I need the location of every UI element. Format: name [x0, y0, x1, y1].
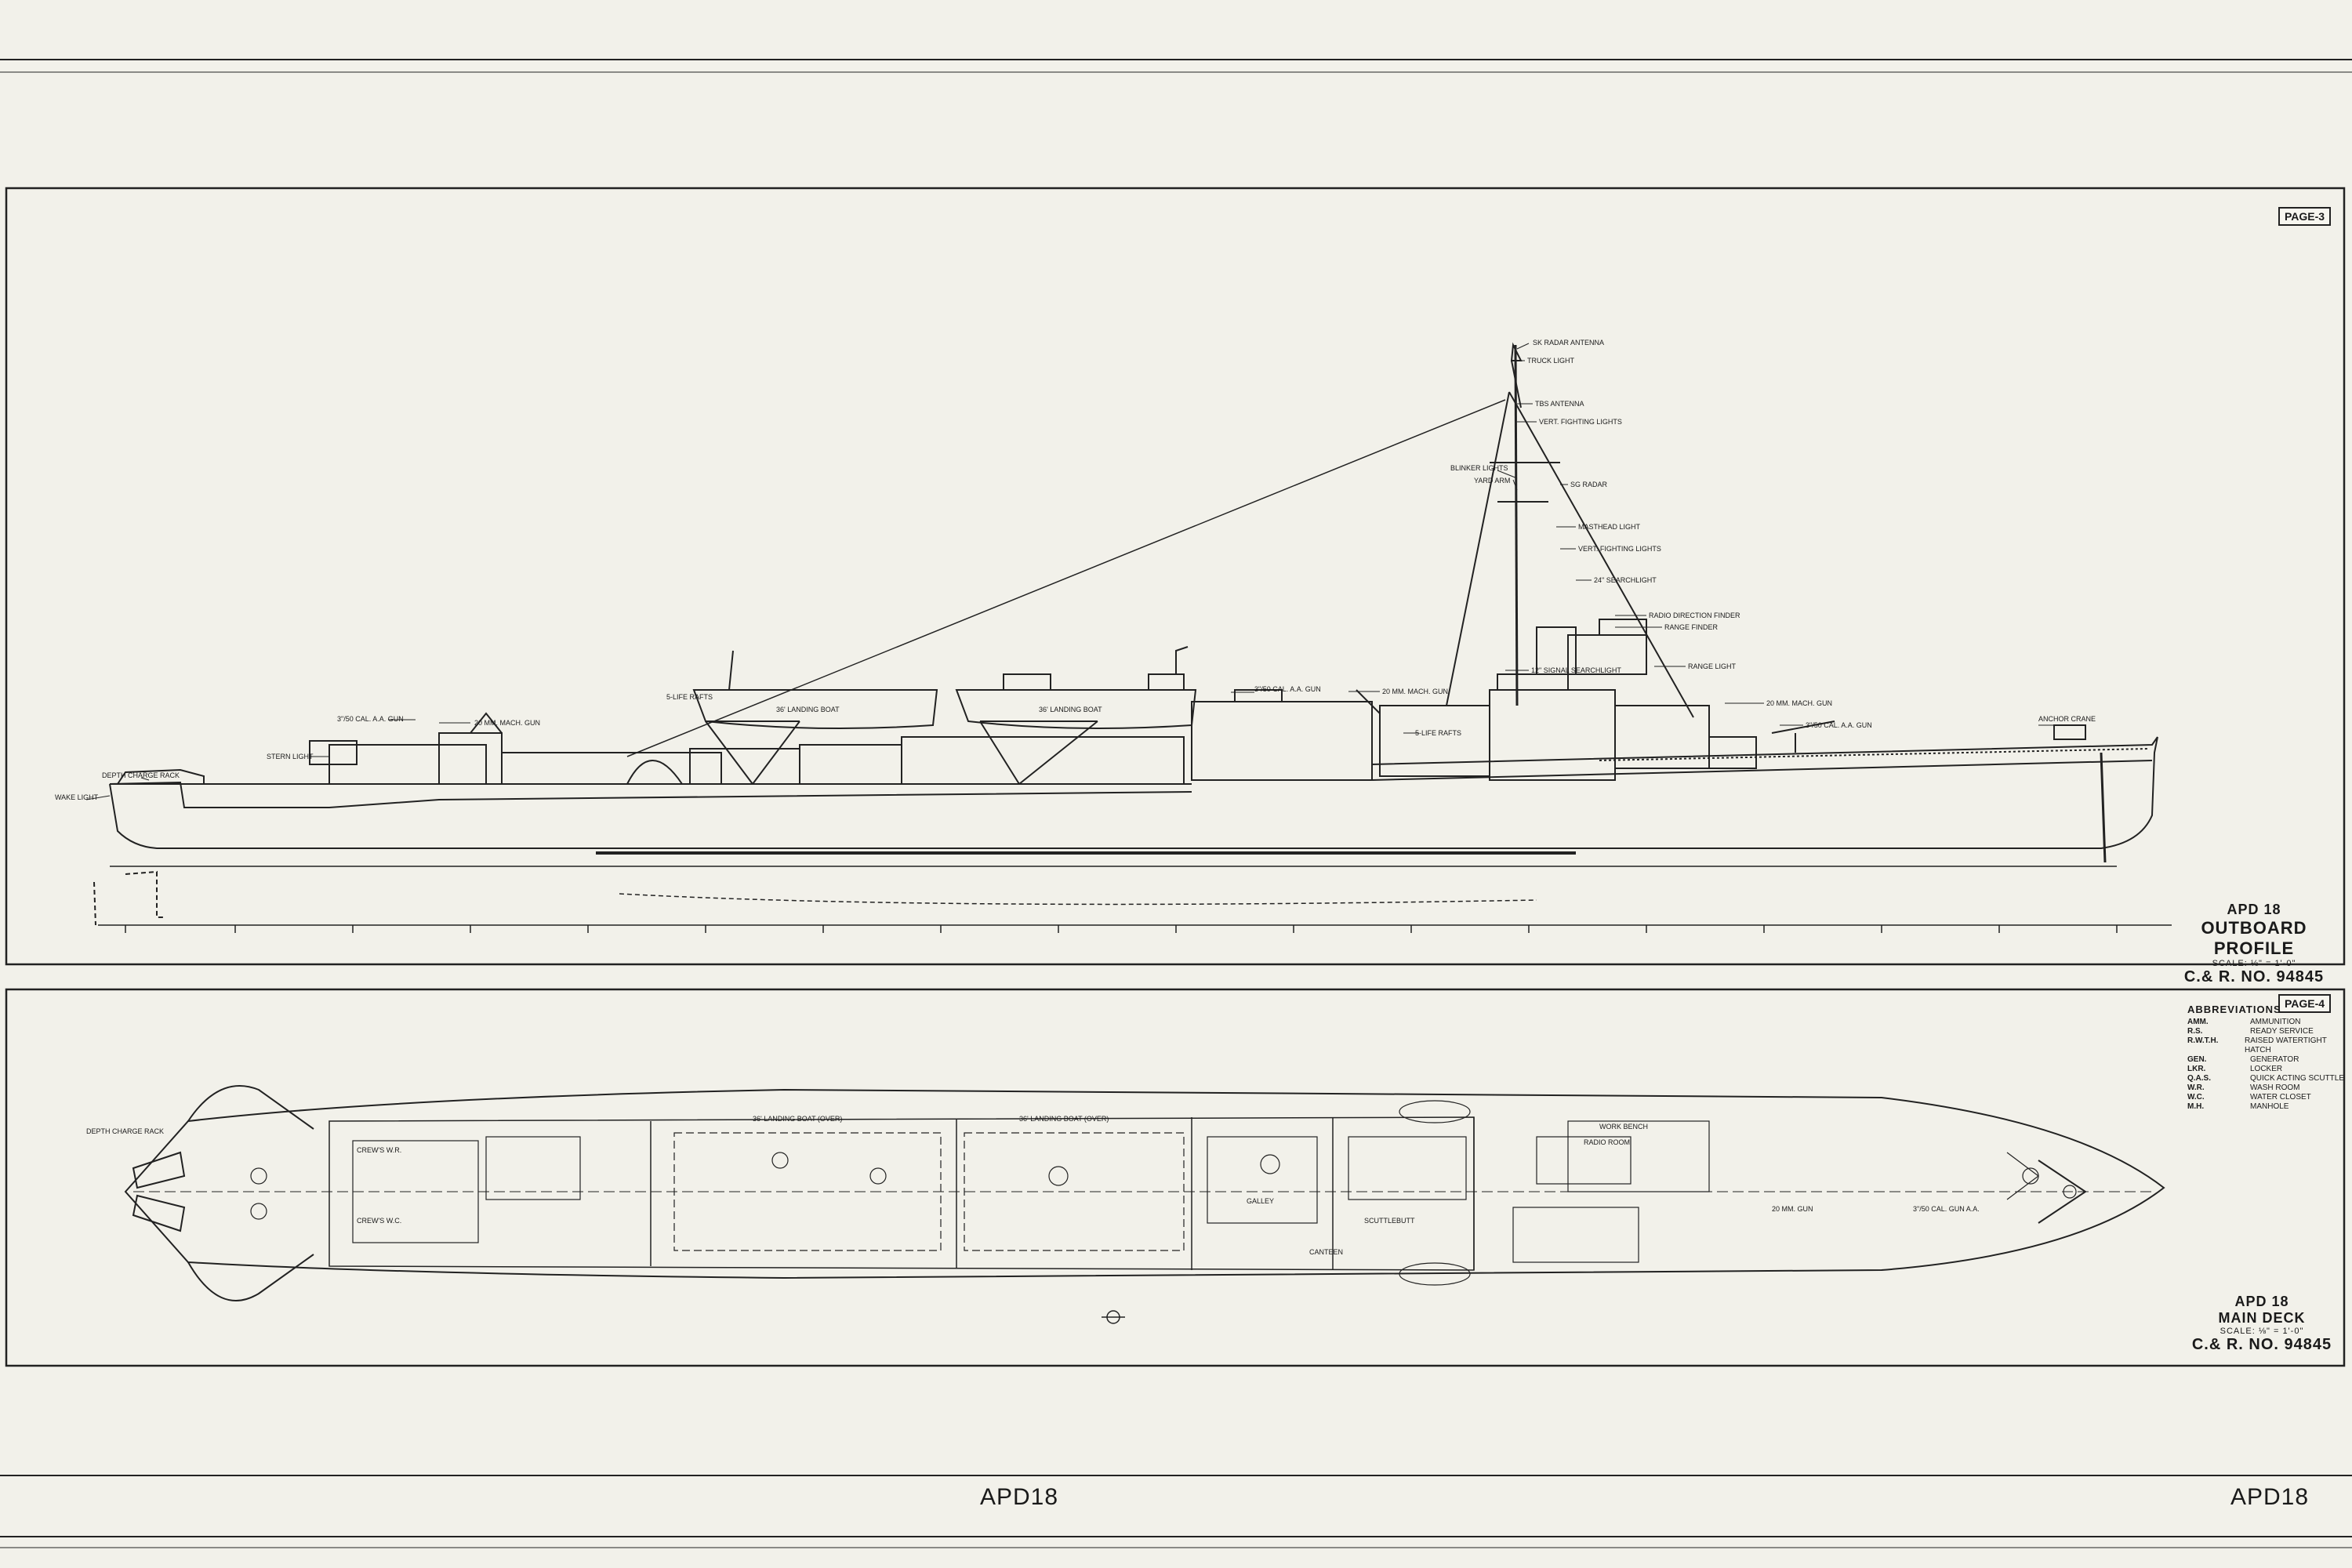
profile-drawing-number: C.& R. NO. 94845	[2183, 968, 2325, 985]
mast-shape	[1514, 344, 1519, 706]
landing-boat-fwd-shape	[955, 689, 1197, 729]
deck-label-crews-wr: CREW'S W.R.	[357, 1146, 401, 1154]
deck-label-depth-charge-rack: DEPTH CHARGE RACK	[86, 1127, 164, 1135]
abbreviation-row: R.W.T.H. RAISED WATERTIGHT HATCH	[2187, 1036, 2344, 1055]
deck-ship-designation: APD 18	[2234, 1294, 2289, 1309]
deck-label-mach-gun: 20 MM. GUN	[1772, 1205, 1813, 1213]
deck-label-crews-wc: CREW'S W.C.	[357, 1217, 401, 1225]
callout-wake-light: WAKE LIGHT	[55, 793, 99, 801]
deck-frame	[5, 988, 2346, 1367]
abbreviation-row: W.R. WASH ROOM	[2187, 1083, 2344, 1093]
callout-stern-light: STERN LIGHT	[267, 753, 314, 760]
callout-mach-gun-fwd: 20 MM. MACH. GUN	[1766, 699, 1832, 707]
callout-landing-boat-fwd: 36' LANDING BOAT	[1039, 706, 1102, 713]
callout-gun-3in-aft: 3"/50 CAL. A.A. GUN	[337, 715, 404, 723]
deck-label-gun-3in: 3"/50 CAL. GUN A.A.	[1913, 1205, 1980, 1213]
abbreviation-key: M.H.	[2187, 1102, 2205, 1111]
abbreviation-row: AMM. AMMUNITION	[2187, 1018, 2344, 1027]
callout-landing-boat-aft: 36' LANDING BOAT	[776, 706, 840, 713]
callout-searchlight: 24" SEARCHLIGHT	[1594, 576, 1657, 584]
abbreviation-value: LOCKER	[2250, 1065, 2283, 1073]
callout-depth-charge-rack: DEPTH CHARGE RACK	[102, 771, 180, 779]
callout-mach-gun-aft: 20 MM. MACH. GUN	[474, 719, 540, 727]
abbreviation-row: R.S. READY SERVICE	[2187, 1027, 2344, 1036]
callout-signal-searchlight: 12" SIGNAL SEARCHLIGHT	[1531, 666, 1621, 674]
abbreviation-row: M.H. MANHOLE	[2187, 1102, 2344, 1112]
landing-boat-aft-shape	[692, 689, 938, 729]
footer-label-left: APD18	[980, 1484, 1059, 1510]
callout-life-rafts-aft: 5-LIFE RAFTS	[666, 693, 713, 701]
callout-blinker-lights: BLINKER LIGHTS	[1450, 464, 1508, 472]
abbreviation-key: LKR.	[2187, 1065, 2206, 1073]
abbreviation-key: W.C.	[2187, 1093, 2205, 1102]
abbreviations-legend: ABBREVIATIONS AMM. AMMUNITION R.S. READY SE…	[2187, 1004, 2344, 1112]
title-block-profile: APD 18 OUTBOARD PROFILE SCALE: ⅛" = 1'-0…	[2172, 902, 2336, 986]
deck-scale: SCALE: ⅛" = 1'-0"	[2220, 1327, 2304, 1336]
deck-plan	[124, 1085, 2165, 1324]
deck-label-radio-room: RADIO ROOM	[1584, 1138, 1630, 1146]
callout-sk-radar: SK RADAR ANTENNA	[1533, 339, 1604, 347]
deck-label-work-bench: WORK BENCH	[1599, 1123, 1648, 1131]
callout-sg-radar: SG RADAR	[1570, 481, 1608, 488]
profile-leaders	[85, 343, 2070, 800]
deck-label-galley: GALLEY	[1247, 1197, 1274, 1205]
abbreviation-key: W.R.	[2187, 1083, 2205, 1092]
callout-vert-fighting-lights: VERT. FIGHTING LIGHTS	[1578, 545, 1661, 553]
profile-ship-designation: APD 18	[2227, 902, 2281, 917]
callout-life-rafts: 5-LIFE RAFTS	[1415, 729, 1461, 737]
deck-hull-outline	[124, 1088, 2165, 1279]
callout-truck-light: TRUCK LIGHT	[1527, 357, 1575, 365]
deck-labels: DEPTH CHARGE RACK CREW'S W.R. CREW'S W.C…	[86, 1115, 1980, 1256]
callout-range-light: RANGE LIGHT	[1688, 662, 1737, 670]
abbreviation-key: AMM.	[2187, 1018, 2209, 1026]
callout-tbs-antenna: TBS ANTENNA	[1535, 400, 1584, 408]
profile-view-title: OUTBOARD PROFILE	[2201, 918, 2307, 958]
deck-view-title: MAIN DECK	[2218, 1310, 2306, 1326]
abbreviation-key: GEN.	[2187, 1055, 2207, 1064]
deck-label-canteen: CANTEEN	[1309, 1248, 1343, 1256]
callout-radio-df: RADIO DIRECTION FINDER	[1649, 612, 1740, 619]
abbreviation-row: LKR. LOCKER	[2187, 1065, 2344, 1074]
callout-gun-3in-fwd: 3"/50 CAL. A.A. GUN	[1806, 721, 1872, 729]
callout-vert-fighting-lights-top: VERT. FIGHTING LIGHTS	[1539, 418, 1622, 426]
profile-scale: SCALE: ⅛" = 1'-0"	[2212, 959, 2296, 968]
hull-outline	[109, 736, 2158, 849]
callout-masthead-light: MASTHEAD LIGHT	[1578, 523, 1641, 531]
callout-anchor-crane: ANCHOR CRANE	[2038, 715, 2096, 723]
abbreviation-value: MANHOLE	[2250, 1102, 2289, 1111]
profile-ship	[93, 342, 2172, 933]
deck-drawing-number: C.& R. NO. 94845	[2191, 1336, 2332, 1353]
abbreviation-row: GEN. GENERATOR	[2187, 1055, 2344, 1065]
abbreviation-value: READY SERVICE	[2250, 1027, 2314, 1036]
profile-frame	[5, 187, 2346, 966]
callout-gun-3in-mid: 3"/50 CAL. A.A. GUN	[1254, 685, 1321, 693]
abbreviation-row: W.C. WATER CLOSET	[2187, 1093, 2344, 1102]
abbreviation-value: RAISED WATERTIGHT HATCH	[2245, 1036, 2327, 1054]
abbreviation-value: AMMUNITION	[2250, 1018, 2301, 1026]
deck-label-landing-boat-over-fwd: 36' LANDING BOAT (OVER)	[1019, 1115, 1109, 1123]
abbreviation-key: R.S.	[2187, 1027, 2203, 1036]
abbreviation-value: WATER CLOSET	[2250, 1093, 2311, 1102]
abbreviation-value: QUICK ACTING SCUTTLE	[2250, 1074, 2345, 1083]
deck-label-landing-boat-over-aft: 36' LANDING BOAT (OVER)	[753, 1115, 842, 1123]
abbreviation-key: Q.A.S.	[2187, 1074, 2212, 1083]
abbreviations-title: ABBREVIATIONS	[2187, 1004, 2281, 1015]
page-tag-profile: PAGE-3	[2278, 207, 2332, 226]
callout-range-finder: RANGE FINDER	[1664, 623, 1719, 631]
callout-yard-arm: YARD ARM	[1474, 477, 1510, 485]
footer-label-right: APD18	[2230, 1484, 2310, 1510]
deck-label-scuttlebutt: SCUTTLEBUTT	[1364, 1217, 1415, 1225]
sheet-border	[0, 59, 2352, 1548]
abbreviation-key: R.W.T.H.	[2187, 1036, 2219, 1045]
title-block-deck: APD 18 MAIN DECK SCALE: ⅛" = 1'-0" C.& R…	[2187, 1294, 2336, 1354]
page-tag-deck: PAGE-4	[2278, 994, 2332, 1013]
abbreviation-value: GENERATOR	[2250, 1055, 2299, 1064]
profile-callouts: SK RADAR ANTENNA TRUCK LIGHT TBS ANTENNA…	[55, 339, 2096, 801]
abbreviation-value: WASH ROOM	[2250, 1083, 2300, 1092]
callout-mach-gun-mid: 20 MM. MACH. GUN	[1382, 688, 1448, 695]
abbreviation-row: Q.A.S. QUICK ACTING SCUTTLE	[2187, 1074, 2344, 1083]
